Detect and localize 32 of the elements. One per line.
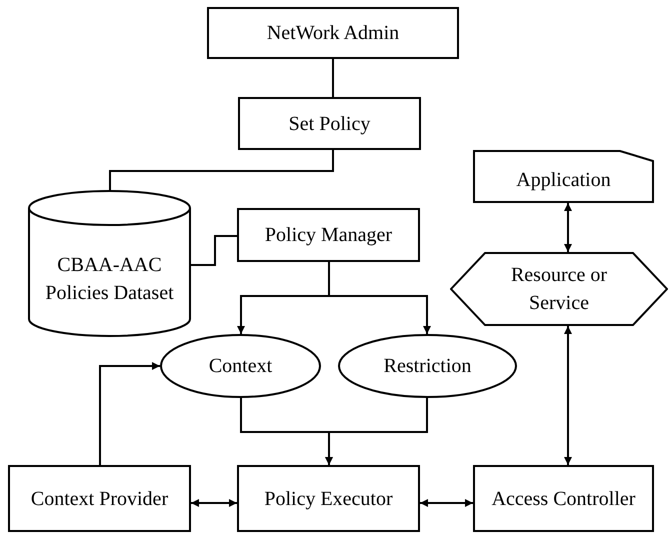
node-label: Policy Manager — [264, 223, 394, 248]
ellipse-node — [338, 334, 517, 398]
arrow — [325, 398, 428, 465]
process-box — [8, 465, 191, 532]
node-label: Context — [208, 354, 274, 379]
arrow — [564, 203, 572, 252]
database-cylinder — [28, 190, 191, 337]
card-node — [473, 150, 654, 203]
connector-line — [332, 59, 334, 97]
connector-line — [191, 235, 237, 266]
node-label: Access Controller — [490, 486, 636, 512]
node-label: Context Provider — [30, 486, 170, 512]
node-label: Set Policy — [288, 112, 372, 136]
node-label: Application — [515, 168, 612, 192]
node-label: CBAA-AAC Policies Dataset — [44, 252, 175, 306]
process-box — [207, 7, 459, 59]
arrow — [564, 326, 572, 465]
node-label: Policy Executor — [263, 486, 394, 512]
node-label: NetWork Admin — [266, 21, 400, 46]
process-box — [237, 465, 420, 532]
arrow — [420, 499, 473, 507]
connector-line — [109, 150, 334, 190]
process-box — [238, 97, 421, 150]
arrow — [99, 362, 160, 465]
process-box — [237, 208, 420, 262]
hexagon-node — [450, 252, 668, 326]
node-label: Resource or Service — [510, 263, 608, 316]
arrow — [328, 262, 431, 334]
ellipse-node — [160, 334, 321, 398]
process-box — [473, 465, 654, 532]
node-label: Restriction — [382, 354, 472, 379]
arrow — [191, 499, 237, 507]
